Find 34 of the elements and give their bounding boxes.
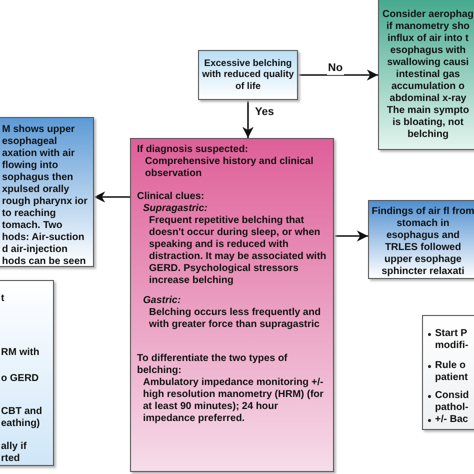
- node-text: Comprehensive history and clinical observation: [145, 156, 314, 180]
- edge-label: No: [327, 62, 344, 76]
- node-text: +/- Bac: [435, 414, 470, 426]
- process-box: [0, 280, 54, 466]
- node-text: Excessive belching with reduced quality of life: [201, 58, 295, 92]
- node-text: t: [1, 293, 6, 305]
- node-text: eathing): [1, 418, 41, 430]
- node-text: Rule o patient: [435, 360, 469, 384]
- node-text: o GERD: [1, 373, 40, 385]
- node-text: CBT and: [1, 406, 44, 418]
- node-text: Start P modifi-: [435, 328, 470, 352]
- node-text: rted: [1, 453, 21, 465]
- node-text: M shows upper esophageal axation with air flowing into sophagus then xpulsed orally rough pharynx ior to reaching tomach. Two hods: Air-suction d air-injection hods can be seen: [2, 124, 89, 268]
- decision-box: [198, 50, 298, 100]
- arrow: [334, 230, 368, 242]
- process-box: [378, 0, 474, 150]
- node-text: ally if: [1, 441, 28, 453]
- node-text: RM with: [1, 347, 40, 359]
- node-text: Belching occurs less frequently and with greater force than supragastric: [149, 307, 322, 331]
- node-text: Supragastric:: [143, 203, 208, 215]
- arrow: [242, 100, 254, 138]
- node-text: Frequent repetitive belching that doesn't occur during sleep, or when speaking and is reduced with distraction. It may be associated with GERD. Psychological stressors increase belching: [149, 215, 328, 287]
- node-text: Consid pathol-: [435, 390, 470, 414]
- arrow: [298, 69, 378, 81]
- node-text: Clinical clues:: [137, 191, 206, 203]
- node-text: Ambulatory impedance monitoring +/- high resolution manometry (HRM) (for at least 90 minutes); 24 hour impedance preferred.: [143, 377, 325, 425]
- process-box: [130, 138, 334, 472]
- node-text: To differentiate the two types of belching:: [137, 353, 288, 377]
- node-text: Gastric:: [143, 295, 182, 307]
- node-text: If diagnosis suspected:: [137, 144, 250, 156]
- arrow: [94, 191, 130, 203]
- node-text: Consider aerophag if manometry sho influx of air into t esophagus with swallowing causi intestinal gas accumulation o abdominal x-ray The main sympto is bloating, not belching: [382, 9, 474, 141]
- process-box: [422, 315, 474, 430]
- node-text: Findings of air fl from stomach in esophagus and TRLES followed upper esophage sphincter relaxati: [371, 206, 474, 278]
